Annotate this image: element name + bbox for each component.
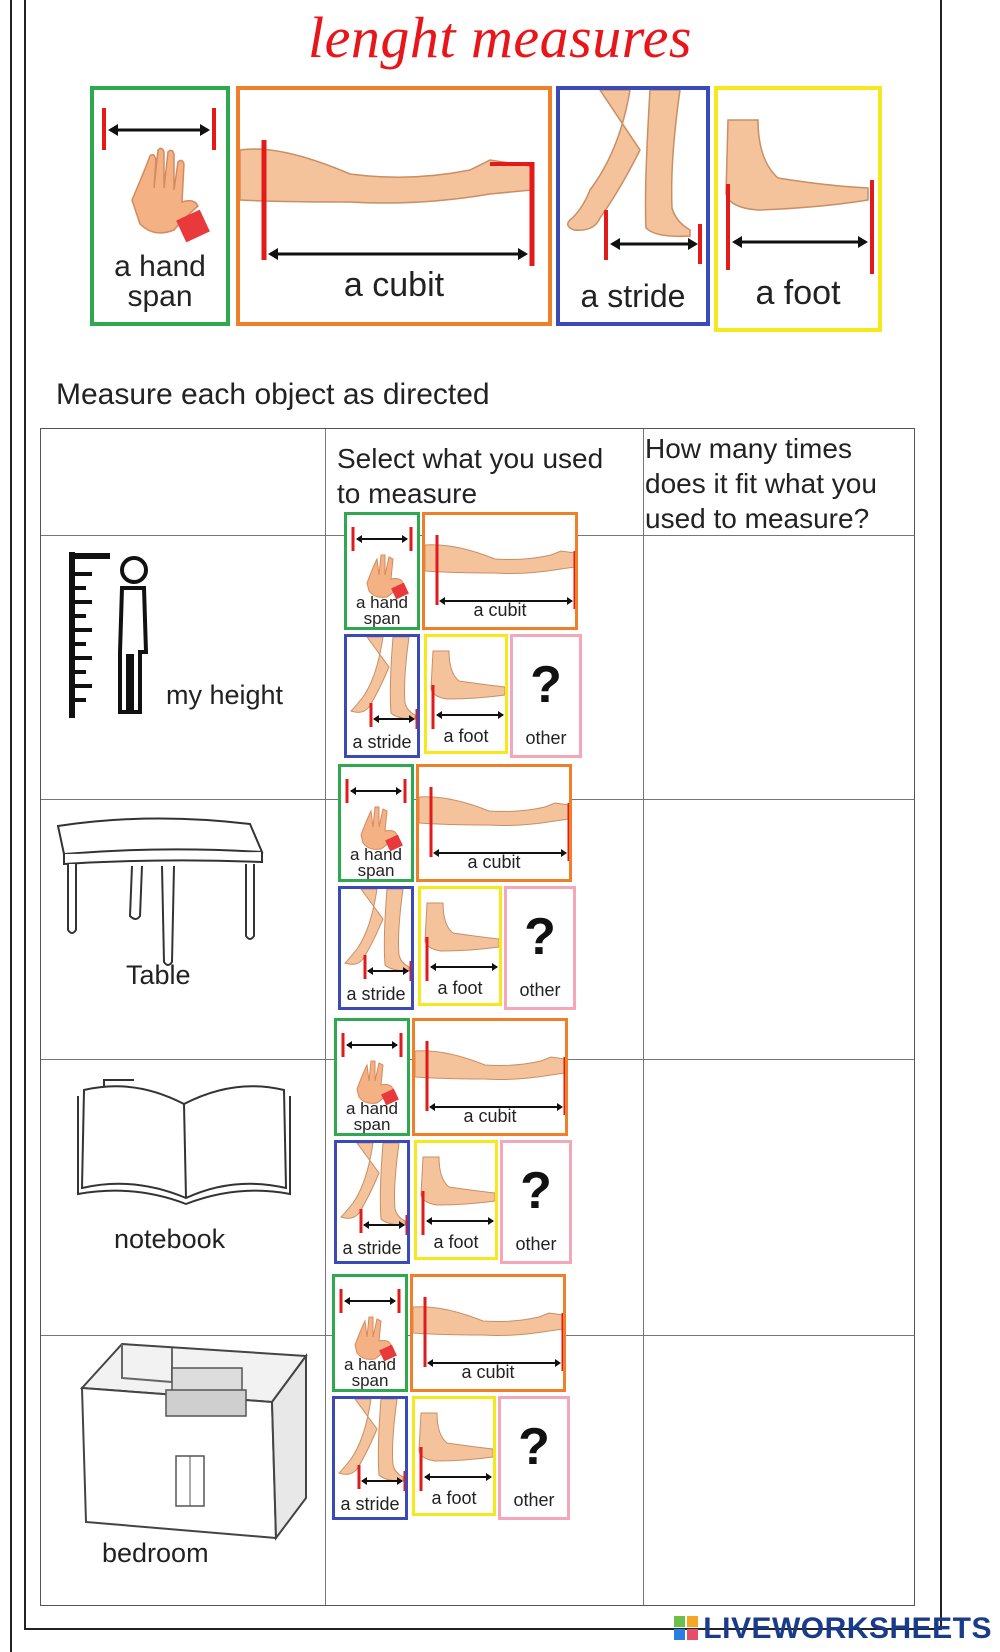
option-card-cubit-table[interactable]: a cubit	[416, 764, 572, 882]
option-label-stride: a stride	[342, 1238, 402, 1258]
answer-field-bedroom[interactable]	[653, 1347, 907, 1597]
cubit-icon	[413, 1297, 563, 1371]
option-label-cubit: a cubit	[461, 1362, 515, 1382]
option-card-stride-my-height[interactable]: a stride	[344, 634, 420, 758]
question-mark-icon: ?	[530, 656, 562, 714]
option-card-other-bedroom[interactable]: ? other	[498, 1396, 570, 1520]
row-label-notebook: notebook	[114, 1224, 226, 1254]
liveworksheets-brand: LIVEWORKSHEETS	[703, 1612, 992, 1645]
foot-icon	[420, 1156, 495, 1235]
stride-label: a stride	[580, 278, 686, 314]
option-label-hand-span: a hand span	[344, 1355, 396, 1391]
option-label-stride: a stride	[340, 1494, 400, 1514]
option-label-foot: a foot	[437, 978, 483, 998]
stride-icon	[340, 1143, 407, 1235]
hand-span-icon	[351, 527, 413, 600]
option-card-other-notebook[interactable]: ? other	[500, 1140, 572, 1264]
option-card-foot-my-height[interactable]: a foot	[424, 634, 508, 754]
header-card-stride: a stride	[556, 86, 710, 326]
page-border-left-inner	[24, 0, 26, 1630]
page-border-right	[940, 0, 942, 1630]
col-header-how-many: How many times does it fit what you used…	[645, 433, 877, 534]
stride-icon	[338, 1399, 405, 1491]
col-header-select: Select what you used to measure	[337, 443, 604, 509]
question-mark-icon: ?	[524, 908, 556, 966]
option-label-other: other	[513, 1490, 555, 1510]
option-label-other: other	[515, 1234, 557, 1254]
measure-table: Select what you used to measure How many…	[40, 428, 915, 1606]
option-label-foot: a foot	[431, 1488, 477, 1508]
instruction-text: Measure each object as directed	[56, 378, 490, 411]
row-label-bedroom: bedroom	[102, 1538, 209, 1568]
page-border-left	[10, 0, 12, 1652]
header-card-cubit: a cubit	[236, 86, 552, 326]
foot-icon	[430, 650, 505, 729]
option-card-foot-notebook[interactable]: a foot	[414, 1140, 498, 1260]
option-card-cubit-my-height[interactable]: a cubit	[422, 512, 578, 630]
question-mark-icon: ?	[520, 1162, 552, 1220]
option-label-cubit: a cubit	[463, 1106, 517, 1126]
question-mark-icon: ?	[518, 1418, 550, 1476]
col-divider-2	[643, 429, 644, 1605]
option-label-stride: a stride	[352, 732, 412, 752]
table-icon	[56, 817, 264, 966]
option-card-stride-table[interactable]: a stride	[338, 886, 414, 1010]
cubit-icon	[425, 535, 575, 609]
open-book-icon	[77, 1079, 291, 1206]
option-label-foot: a foot	[443, 726, 489, 746]
liveworksheets-logo: LIVEWORKSHEETS	[673, 1612, 992, 1646]
option-card-hand-span-notebook[interactable]: a hand span	[334, 1018, 410, 1136]
option-card-hand-span-table[interactable]: a hand span	[338, 764, 414, 882]
option-card-cubit-notebook[interactable]: a cubit	[412, 1018, 568, 1136]
option-label-cubit: a cubit	[473, 600, 527, 620]
option-label-foot: a foot	[433, 1232, 479, 1252]
col-divider-1	[325, 429, 326, 1605]
answer-field-my-height[interactable]	[653, 549, 907, 789]
header-card-foot: a foot	[714, 86, 882, 332]
hand-span-icon	[345, 779, 407, 852]
option-card-other-my-height[interactable]: ? other	[510, 634, 582, 758]
option-label-hand-span: a hand span	[356, 593, 408, 629]
option-card-stride-bedroom[interactable]: a stride	[332, 1396, 408, 1520]
answer-field-table[interactable]	[653, 811, 907, 1049]
option-label-stride: a stride	[346, 984, 406, 1004]
row-label-table: Table	[126, 960, 191, 990]
stride-icon	[567, 90, 702, 264]
hand-span-icon	[102, 108, 216, 243]
bedroom-icon	[79, 1342, 308, 1541]
option-card-cubit-bedroom[interactable]: a cubit	[410, 1274, 566, 1392]
foot-icon	[725, 119, 874, 274]
option-card-hand-span-my-height[interactable]: a hand span	[344, 512, 420, 630]
option-card-foot-bedroom[interactable]: a foot	[412, 1396, 496, 1516]
option-card-hand-span-bedroom[interactable]: a hand span	[332, 1274, 408, 1392]
cubit-icon	[240, 140, 535, 266]
hand-span-icon	[341, 1033, 403, 1106]
option-label-cubit: a cubit	[467, 852, 521, 872]
option-label-hand-span: a hand span	[350, 845, 402, 881]
option-card-other-table[interactable]: ? other	[504, 886, 576, 1010]
answer-field-notebook[interactable]	[653, 1071, 907, 1325]
option-label-other: other	[525, 728, 567, 748]
option-card-foot-table[interactable]: a foot	[418, 886, 502, 1006]
liveworksheets-icon	[674, 1616, 699, 1640]
page-border-bottom	[24, 1628, 942, 1630]
option-label-other: other	[519, 980, 561, 1000]
foot-icon	[418, 1412, 493, 1491]
foot-label: a foot	[755, 274, 841, 312]
header-card-hand-span: a hand span	[90, 86, 230, 326]
cubit-label: a cubit	[343, 266, 445, 304]
hand-span-label: a hand span	[114, 250, 206, 313]
row-label-my-height: my height	[166, 680, 284, 710]
stride-icon	[344, 889, 411, 981]
foot-icon	[424, 902, 499, 981]
option-card-stride-notebook[interactable]: a stride	[334, 1140, 410, 1264]
cubit-icon	[419, 787, 569, 861]
cubit-icon	[415, 1041, 565, 1115]
option-label-hand-span: a hand span	[346, 1099, 398, 1135]
height-measure-icon	[69, 552, 149, 718]
hand-span-icon	[339, 1289, 401, 1362]
page-title: lenght measures	[308, 5, 692, 70]
stride-icon	[350, 637, 417, 729]
